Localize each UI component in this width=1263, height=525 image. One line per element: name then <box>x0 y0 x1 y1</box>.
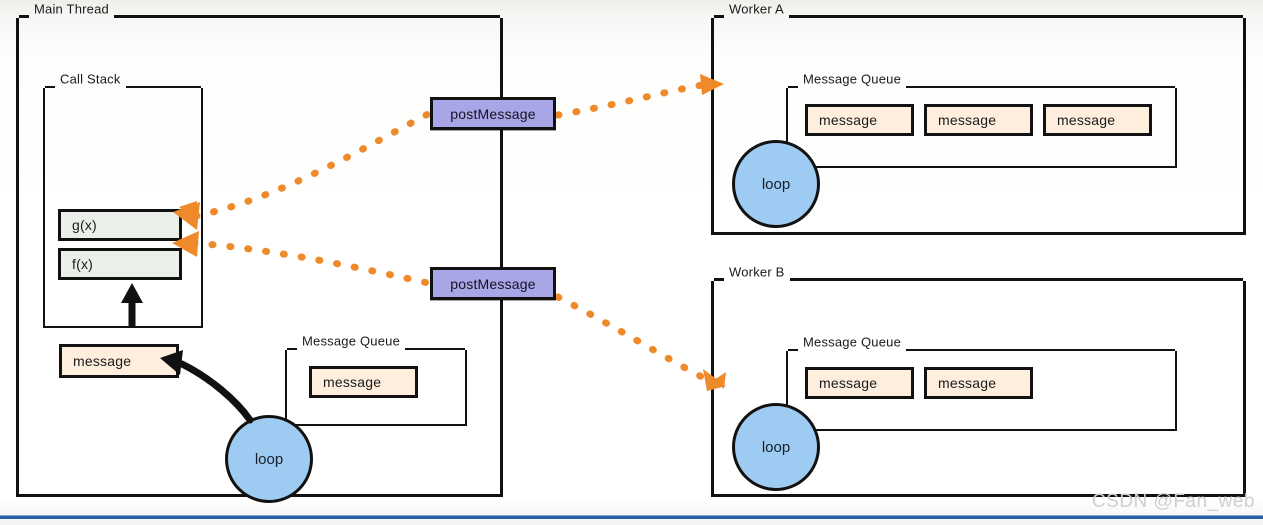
main-thread-group: Main Thread Call Stack g(x) f(x) message <box>16 1 503 503</box>
title-rule-left <box>19 15 29 18</box>
title-rule-right <box>789 278 1243 281</box>
bottom-rule-light <box>0 515 1263 516</box>
main-thread-pending-message[interactable]: message <box>59 344 179 378</box>
title-rule-left <box>714 15 724 18</box>
queued-message[interactable]: message <box>924 367 1033 399</box>
worker-b-event-loop[interactable]: loop <box>732 403 820 491</box>
worker-b-title-bar: Worker B <box>714 264 1243 281</box>
title-rule-right <box>125 85 201 88</box>
event-loop-label: loop <box>254 450 284 468</box>
watermark: CSDN @Fan_web <box>1091 491 1255 512</box>
post-message-to-worker-b[interactable]: postMessage <box>430 267 556 300</box>
queued-message[interactable]: message <box>805 367 914 399</box>
call-stack-label: Call Stack <box>60 71 121 87</box>
title-rule-left <box>788 85 798 88</box>
title-rule-left <box>45 85 55 88</box>
message-label: message <box>1057 112 1116 128</box>
worker-b-group: Worker B Message Queue message message l… <box>711 264 1246 497</box>
main-thread-event-loop[interactable]: loop <box>225 415 313 503</box>
title-rule-right <box>788 15 1243 18</box>
dotted-path-postmessage-b-to-worker-b <box>554 293 726 391</box>
event-loop-label: loop <box>761 175 791 193</box>
call-stack-title-bar: Call Stack <box>45 72 201 88</box>
main-thread-message-queue-group: Message Queue message <box>285 334 467 426</box>
message-queue-label: Message Queue <box>302 333 400 349</box>
worker-b-label: Worker B <box>729 264 785 280</box>
message-label: message <box>819 112 878 128</box>
main-thread-label: Main Thread <box>34 1 109 17</box>
title-rule-left <box>287 347 297 350</box>
post-message-label: postMessage <box>450 275 536 292</box>
message-label: message <box>323 374 382 390</box>
message-queue-label: Message Queue <box>803 334 901 350</box>
message-label: message <box>938 112 997 128</box>
call-stack-group: Call Stack g(x) f(x) <box>43 72 203 328</box>
message-queue-title-bar: Message Queue <box>287 334 465 350</box>
message-queue-title-bar: Message Queue <box>788 72 1175 88</box>
call-stack-frame-label: g(x) <box>72 217 97 233</box>
post-message-to-worker-a[interactable]: postMessage <box>430 97 556 130</box>
post-message-label: postMessage <box>450 105 536 122</box>
title-rule-right <box>906 348 1175 351</box>
message-queue-label: Message Queue <box>803 71 901 87</box>
queued-message[interactable]: message <box>1043 104 1152 136</box>
main-thread-title-bar: Main Thread <box>19 1 500 18</box>
worker-a-event-loop[interactable]: loop <box>732 140 820 228</box>
event-loop-label: loop <box>761 438 791 456</box>
worker-b-message-queue-group: Message Queue message message <box>786 335 1177 431</box>
title-rule-left <box>714 278 724 281</box>
message-label: message <box>938 375 997 391</box>
worker-a-group: Worker A Message Queue message message m… <box>711 1 1246 235</box>
title-rule-left <box>788 348 798 351</box>
dotted-path-postmessage-a-to-worker-a <box>554 74 724 119</box>
message-label: message <box>73 353 132 369</box>
queued-message[interactable]: message <box>805 104 914 136</box>
queued-message[interactable]: message <box>924 104 1033 136</box>
title-rule-right <box>405 347 465 350</box>
title-rule-right <box>113 15 500 18</box>
message-label: message <box>819 375 878 391</box>
call-stack-frame-label: f(x) <box>72 256 94 272</box>
worker-a-title-bar: Worker A <box>714 1 1243 18</box>
worker-a-message-queue-group: Message Queue message message message <box>786 72 1177 168</box>
queued-message[interactable]: message <box>309 366 418 398</box>
worker-a-label: Worker A <box>729 1 784 17</box>
title-rule-right <box>906 85 1175 88</box>
call-stack-frame-g[interactable]: g(x) <box>58 209 182 241</box>
bottom-rule <box>0 516 1263 519</box>
message-queue-title-bar: Message Queue <box>788 335 1175 351</box>
call-stack-frame-f[interactable]: f(x) <box>58 248 182 280</box>
